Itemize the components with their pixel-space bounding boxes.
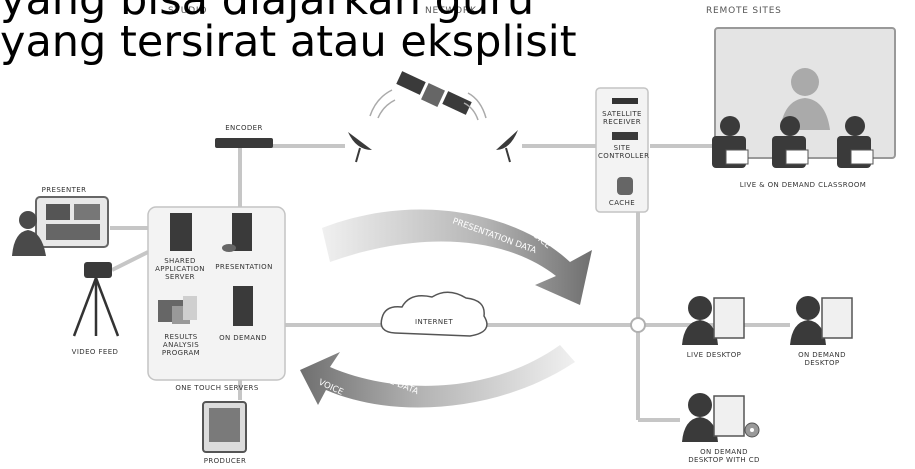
- label-presentation: PRESENTATION: [215, 263, 273, 271]
- classroom-desks: [725, 149, 874, 165]
- label-on-demand-server: ON DEMAND: [219, 334, 267, 342]
- video-camera-icon: [72, 262, 120, 337]
- downlink-dish-icon: [496, 130, 518, 163]
- label-shared-app-server: SHARED APPLICATION SERVER: [155, 257, 205, 281]
- label-site-controller: SITE CONTROLLER: [598, 144, 650, 160]
- on-demand-desktop-cd-icon: [682, 393, 760, 442]
- presentation-server-icon: [232, 213, 252, 251]
- section-studio: STUDIO: [168, 6, 208, 16]
- label-classroom: LIVE & ON DEMAND CLASSROOM: [739, 181, 867, 189]
- label-results-program: RESULTS ANALYSIS PROGRAM: [161, 333, 201, 357]
- slide-title-line-1: yang bisa diajarkan guru: [0, 0, 535, 25]
- label-live-desktop: LIVE DESKTOP: [686, 351, 742, 359]
- signal-waves: [369, 89, 487, 121]
- live-desktop-icon: [682, 296, 745, 345]
- satellite-icon: [396, 71, 472, 115]
- label-video-feed: VIDEO FEED: [71, 348, 119, 356]
- encoder-device-icon: [215, 138, 273, 148]
- connection-lines: [110, 144, 790, 422]
- on-demand-desktop-icon: [790, 296, 853, 345]
- label-satellite-receiver: SATELLITE RECEIVER: [602, 110, 642, 126]
- camera-to-servers-line: [111, 250, 149, 272]
- results-program-icon: [158, 296, 197, 324]
- label-on-demand-desktop-cd: ON DEMAND DESKTOP WITH CD: [688, 448, 760, 464]
- label-one-touch-servers: ONE TOUCH SERVERS: [175, 384, 259, 392]
- remote-site-rack: [595, 87, 649, 213]
- label-internet: INTERNET: [415, 318, 453, 326]
- section-remote-sites: REMOTE SITES: [706, 6, 782, 16]
- label-encoder: ENCODER: [225, 124, 263, 132]
- slide-title-line-2: yang tersirat atau eksplisit: [0, 17, 577, 67]
- shared-app-server-icon: [170, 213, 192, 251]
- label-producer: PRODUCER: [203, 457, 247, 465]
- database-icon: [222, 244, 236, 252]
- response-data-arrow: [300, 345, 575, 408]
- section-network: NETWORK: [425, 6, 477, 16]
- label-cache: CACHE: [608, 199, 636, 207]
- producer-screen-icon: [202, 401, 247, 453]
- presenter-icon: [12, 196, 109, 256]
- site-controller-icon: [612, 132, 638, 140]
- outbound-data-arrow: [322, 209, 592, 305]
- uplink-dish-icon: [348, 132, 372, 163]
- satellite-receiver-icon: [612, 98, 638, 104]
- cache-icon: [617, 177, 633, 195]
- on-demand-server-icon: [233, 286, 253, 326]
- network-hub-node: [630, 317, 646, 333]
- internet-cloud-icon: [380, 291, 488, 337]
- label-presenter: PRESENTER: [41, 186, 87, 194]
- label-on-demand-desktop: ON DEMAND DESKTOP: [798, 351, 846, 367]
